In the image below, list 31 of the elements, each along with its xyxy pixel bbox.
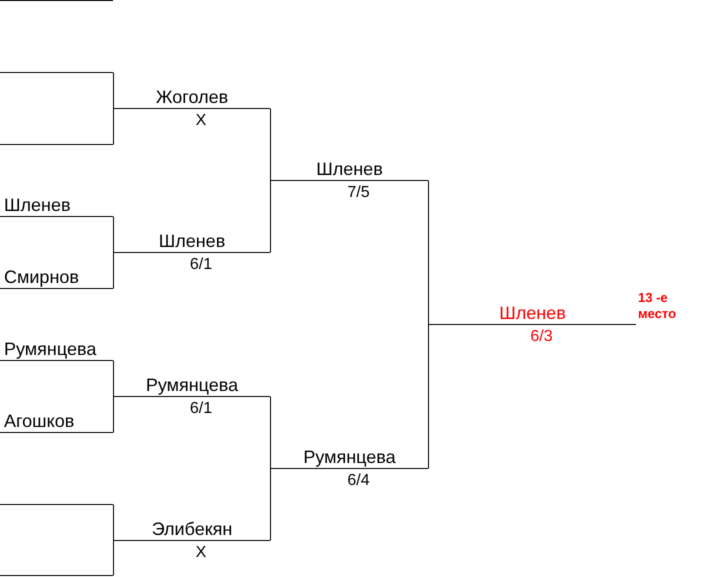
match-score: 6/1 [190, 400, 212, 418]
player-name: Шленев [499, 303, 566, 323]
player-name: Румянцева [303, 447, 396, 467]
bracket-connector [113, 540, 114, 576]
match-score: 6/1 [190, 256, 212, 274]
bracket-connector [113, 72, 114, 109]
player-name: Элибекян [152, 519, 232, 539]
placement-note: 13 -е место [638, 290, 678, 322]
match-score: 7/5 [347, 184, 370, 202]
bracket-connector [113, 504, 114, 541]
player-name: Смирнов [4, 267, 79, 287]
player-name: Шленев [158, 231, 226, 251]
match-score: 6/4 [347, 472, 370, 490]
player-name: Румянцева [4, 339, 96, 359]
bracket-line [0, 0, 113, 1]
player-name: Шленев [4, 195, 71, 215]
player-name: Шленев [316, 159, 383, 179]
match-score: X [196, 544, 206, 562]
bracket-connector [113, 216, 114, 253]
bracket-line [0, 575, 113, 576]
bracket-slot [0, 267, 113, 289]
match-score: X [196, 112, 206, 130]
match-score: 6/3 [530, 328, 553, 346]
bracket-connector [113, 360, 114, 397]
bracket-line [0, 504, 113, 505]
player-name: Агошков [4, 411, 74, 431]
player-name: Жоголев [156, 87, 228, 107]
bracket-connector [113, 108, 114, 145]
bracket-line [0, 144, 113, 145]
player-name: Румянцева [146, 375, 238, 395]
bracket-line [0, 72, 113, 73]
